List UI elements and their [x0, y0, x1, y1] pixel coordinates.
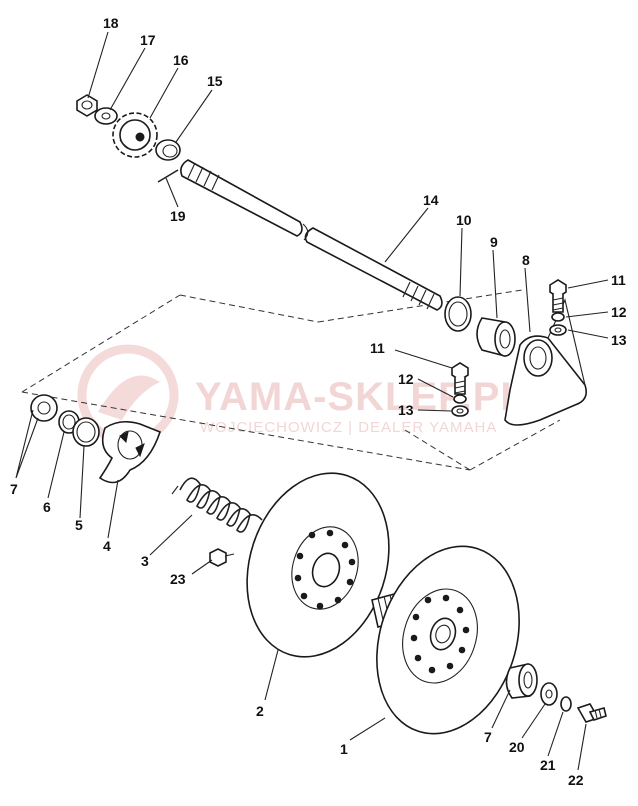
sheave-2 [246, 472, 390, 658]
drive-shaft-assembly [76, 94, 588, 426]
callout-7-left: 7 [10, 481, 18, 497]
nut-18 [76, 94, 98, 117]
callout-18: 18 [103, 15, 119, 31]
leader-23 [191, 559, 213, 575]
leader-lines [15, 31, 609, 771]
callout-20: 20 [509, 739, 525, 755]
callout-5: 5 [75, 517, 83, 533]
callout-16: 16 [173, 52, 189, 68]
leader-17 [109, 47, 146, 111]
watermark: YAMA-SKLEP.PL WOJCIECHOWICZ | DEALER YAM… [77, 344, 526, 446]
callout-17: 17 [140, 32, 156, 48]
leader-12a [565, 311, 609, 318]
leader-18 [87, 31, 109, 99]
callout-9: 9 [490, 234, 498, 250]
callout-22: 22 [568, 772, 584, 788]
callout-13-lower: 13 [398, 402, 414, 418]
leader-13b [417, 409, 452, 412]
washer-17 [94, 107, 118, 125]
callout-8: 8 [522, 252, 530, 268]
leader-21 [547, 711, 564, 757]
leader-19 [165, 177, 179, 208]
bolt-11-upper [549, 279, 567, 336]
callout-2: 2 [256, 703, 264, 719]
lock-washer-21 [560, 696, 572, 712]
bearing-9 [476, 317, 516, 357]
callout-14: 14 [423, 192, 439, 208]
callout-1: 1 [340, 741, 348, 757]
circlip-10 [444, 296, 472, 332]
washer-20 [540, 682, 558, 706]
leader-1 [349, 717, 386, 741]
leader-10 [459, 227, 463, 297]
callout-13-upper: 13 [611, 332, 627, 348]
leader-20 [521, 703, 546, 739]
leader-13a [567, 329, 609, 339]
shaft-14 [180, 159, 443, 311]
assembly-boundary-dashed [21, 289, 561, 471]
leader-6 [47, 431, 65, 499]
callout-23: 23 [170, 571, 186, 587]
callout-19: 19 [170, 208, 186, 224]
callout-11-lower: 11 [370, 340, 385, 356]
leader-15 [175, 89, 213, 143]
leader-5 [79, 445, 85, 519]
callout-15: 15 [207, 73, 223, 89]
leader-12b [417, 378, 454, 398]
clutch-assembly [30, 394, 607, 735]
callout-numbers: 18 17 16 15 14 19 10 9 8 11 12 13 11 12 … [10, 15, 627, 788]
leader-7b [491, 689, 511, 729]
callout-21: 21 [540, 757, 556, 773]
bearing-7-right [505, 663, 538, 699]
sprocket-16 [112, 112, 158, 158]
spring-3 [171, 477, 263, 533]
collar-15 [155, 139, 181, 161]
watermark-title: YAMA-SKLEP.PL [195, 375, 526, 419]
leader-3 [149, 514, 193, 556]
watermark-subtitle: WOJCIECHOWICZ | DEALER YAMAHA [200, 419, 497, 436]
leader-11a [567, 279, 609, 289]
bolt-23 [209, 548, 235, 567]
pin-19 [157, 169, 179, 183]
leader-22 [577, 723, 587, 771]
leader-2 [264, 649, 279, 701]
leader-14 [384, 207, 429, 263]
callout-12-lower: 12 [398, 371, 414, 387]
callout-10: 10 [456, 212, 472, 228]
leader-16 [149, 67, 179, 119]
leader-11b [394, 349, 453, 369]
cam-4 [98, 420, 161, 484]
bracket-8 [504, 298, 588, 426]
callout-6: 6 [43, 499, 51, 515]
callout-3: 3 [141, 553, 149, 569]
leader-9 [492, 249, 498, 319]
sheave-1 [371, 545, 520, 735]
callout-12-upper: 12 [611, 304, 627, 320]
sheave-1-bolt-holes [410, 594, 470, 674]
ring-5 [72, 417, 100, 447]
bolt-11-lower [451, 362, 469, 417]
bolt-22 [576, 703, 607, 723]
leader-8 [524, 267, 531, 333]
callout-7-right: 7 [484, 729, 492, 745]
watermark-logo-swoosh [98, 375, 160, 420]
callout-4: 4 [103, 538, 111, 554]
bearing-7-left [30, 394, 58, 422]
sheave-2-bolt-holes [294, 529, 356, 610]
leader-7a [15, 409, 39, 479]
leader-4 [107, 479, 119, 539]
callout-11-upper: 11 [611, 272, 626, 288]
